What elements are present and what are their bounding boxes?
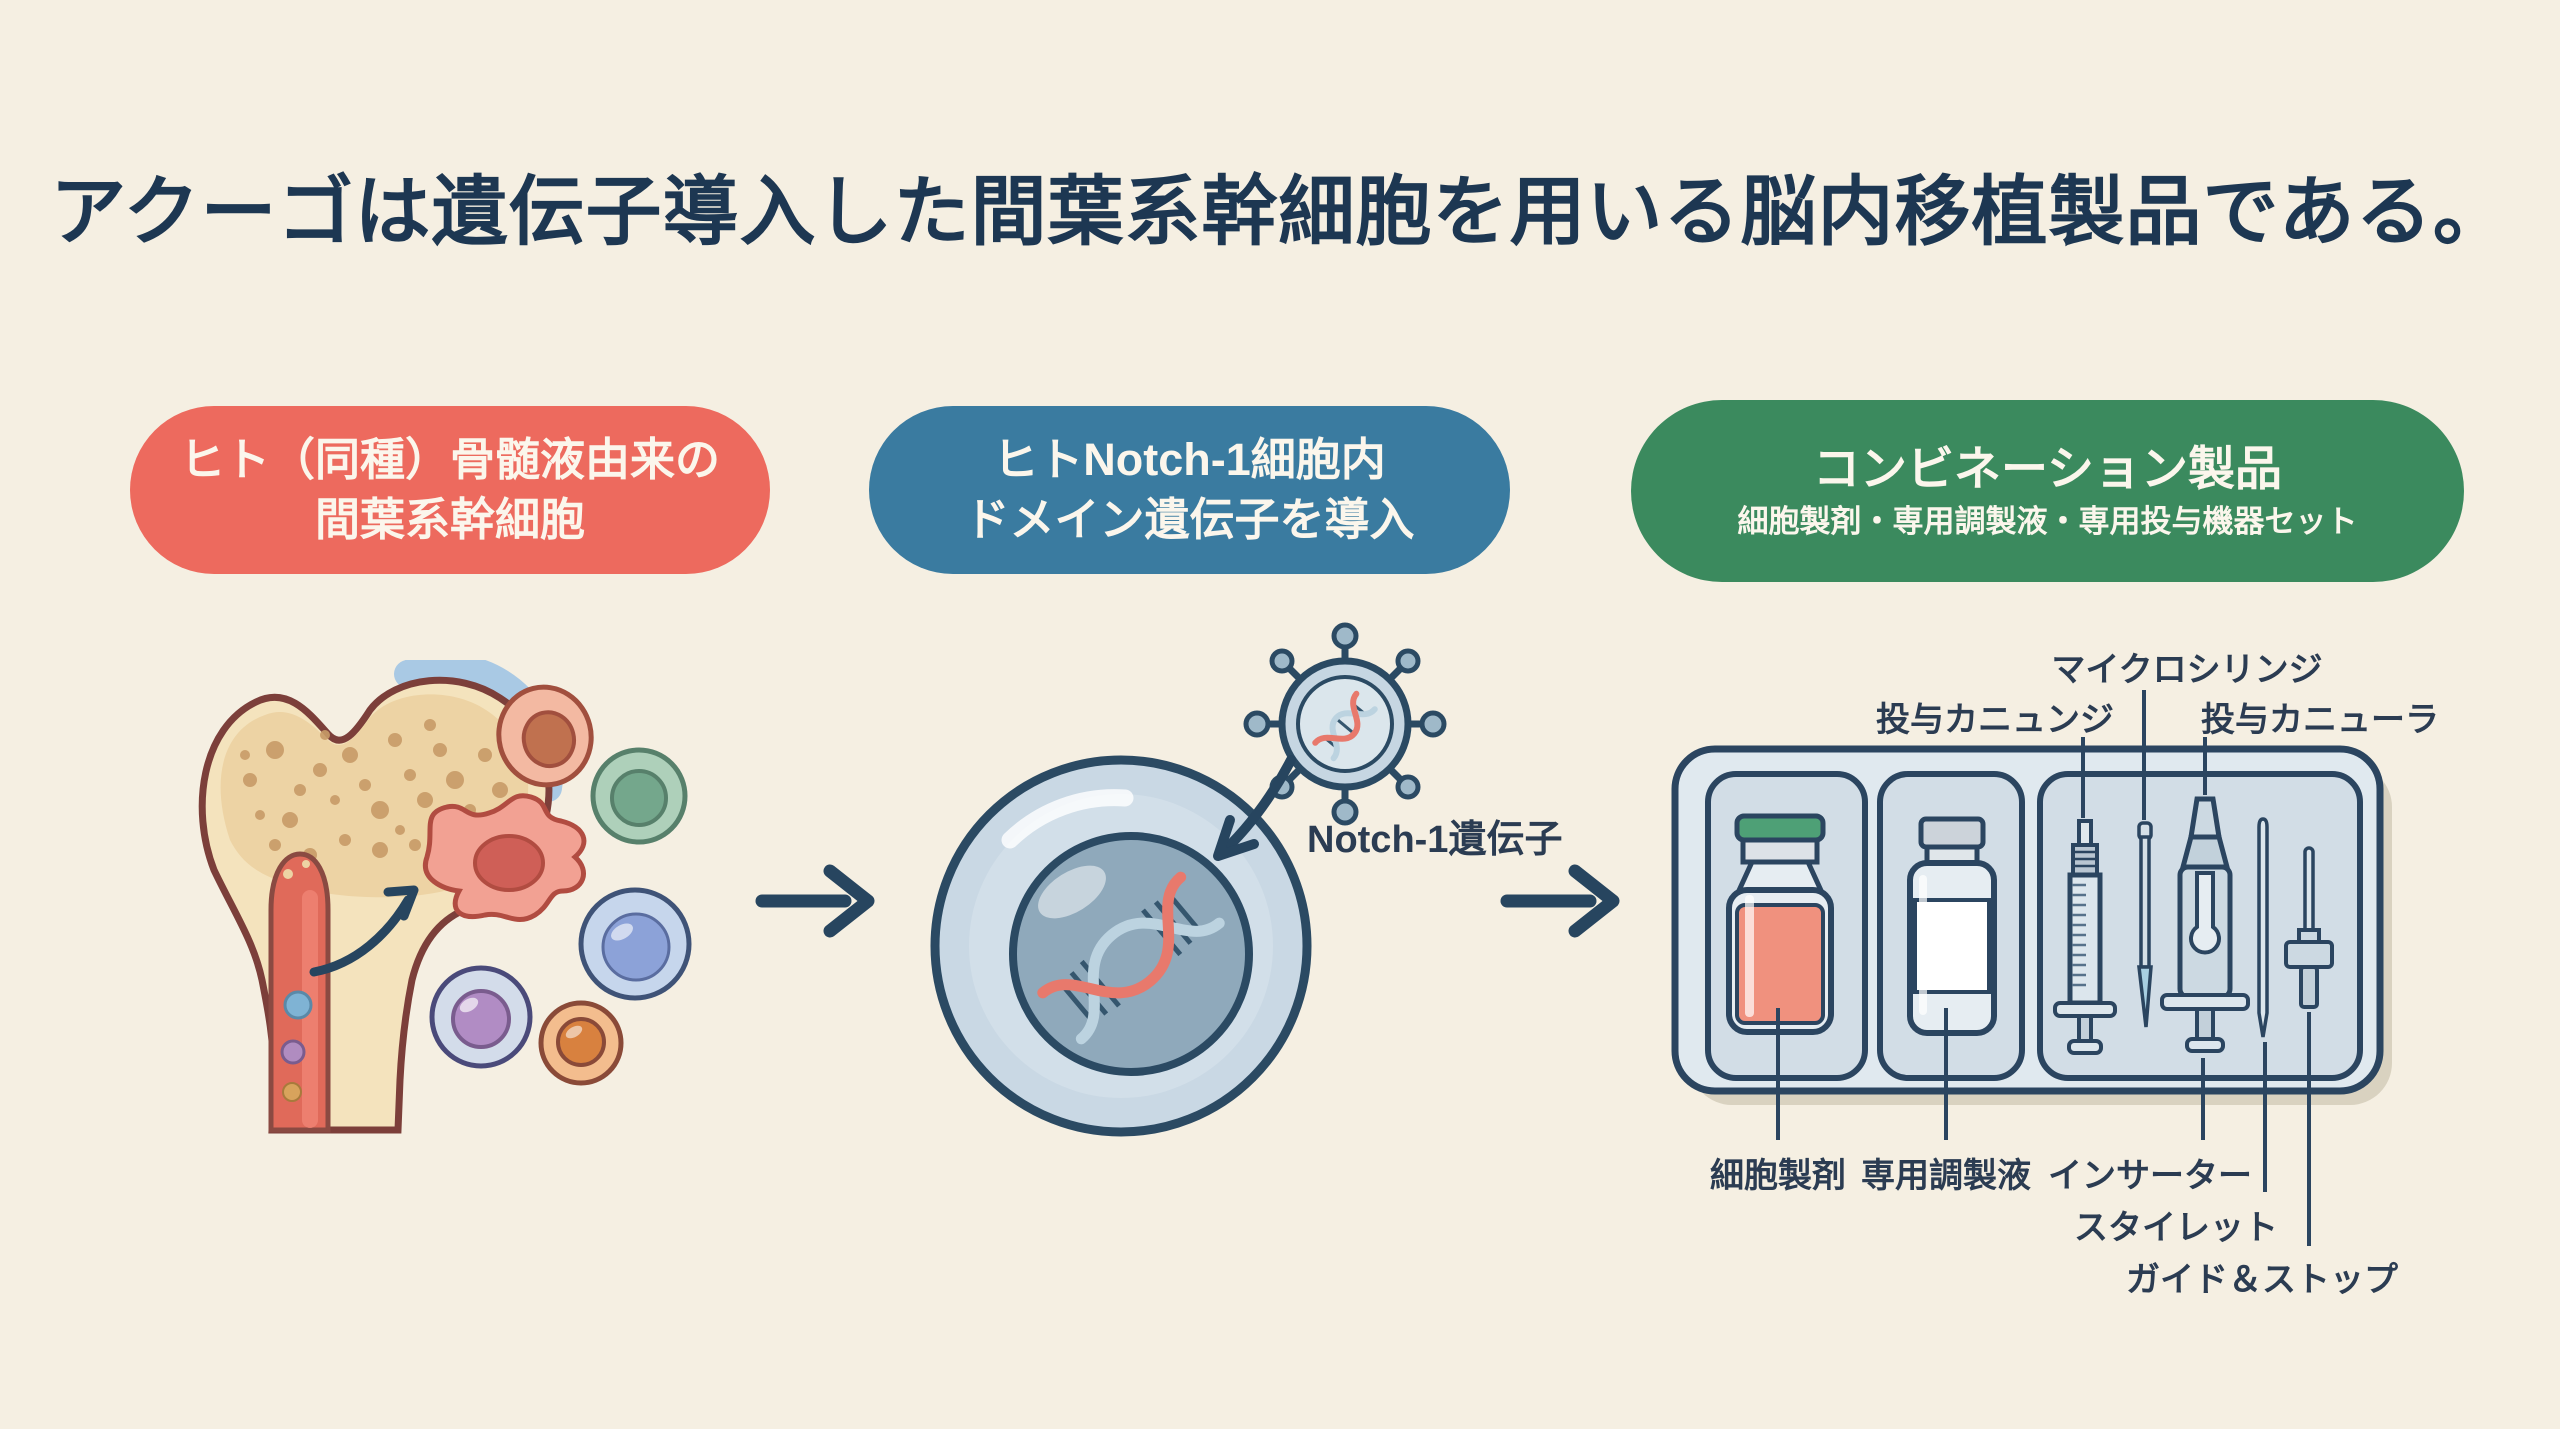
- marrow-cell-tan: [282, 1082, 302, 1102]
- step3-combination-pill: コンビネーション製品 細胞製剤・専用調製液・専用投与機器セット: [1631, 400, 2464, 582]
- guide-stop-label: ガイド＆ストップ: [2126, 1261, 2398, 1299]
- nucleus: [1009, 832, 1253, 1076]
- solution-vial-icon: [1907, 816, 1997, 1036]
- step2-line1: ヒトNotch-1細胞内: [993, 434, 1386, 485]
- step2-line2: ドメイン遺伝子を導入: [964, 494, 1415, 545]
- inserter-label: インサーター: [2048, 1157, 2252, 1195]
- mesenchymal-stem-cell-icon: [422, 793, 587, 922]
- micro-syringe-label: マイクロシリンジ: [2051, 651, 2323, 689]
- cell-green: [590, 747, 688, 845]
- preparation-solution-label: 専用調製液: [1861, 1157, 2031, 1195]
- guide-stop-icon: [2284, 846, 2334, 1009]
- trabecular-dots: [240, 719, 511, 862]
- step1-line1: ヒト（同種）骨髄液由来の: [179, 434, 720, 485]
- nucleus-highlight: [1038, 865, 1106, 919]
- vector-gene-label: Notch-1遺伝子: [1307, 819, 1563, 861]
- virus-dna-icon: [1312, 690, 1378, 762]
- virus-core: [1296, 675, 1394, 773]
- flow-arrow-right-icon-2: [1500, 864, 1620, 938]
- flow-arrow-right-icon-1: [755, 864, 875, 938]
- step1-line2: 間葉系幹細胞: [314, 494, 585, 545]
- cannula-label-left: 投与カニュンジ: [1876, 701, 2114, 739]
- marrow-speck: [302, 860, 310, 868]
- marrow-speck: [283, 869, 293, 879]
- step3-title: コンビネーション製品: [1812, 442, 2283, 495]
- viral-vector-icon: [1243, 622, 1447, 826]
- cannula-label-right: 投与カニューラ: [2201, 701, 2439, 739]
- cannula-icon: [2137, 821, 2153, 1028]
- cell-orange: [538, 1000, 624, 1086]
- blood-cell-peach: [496, 684, 594, 788]
- inserter-icon: [2160, 796, 2250, 1053]
- micro-syringe-icon: [2053, 819, 2117, 1055]
- cell-blue: [578, 887, 692, 1001]
- dna-helix-icon: [1037, 871, 1225, 1045]
- bone-marrow-illustration: [198, 660, 692, 1134]
- marrow-cell-blue: [283, 990, 313, 1020]
- device-kit-tray-illustration: [1671, 745, 2392, 1105]
- page-title: アクーゴは遺伝子導入した間葉系幹細胞を用いる脳内移植製品である。: [50, 170, 2510, 255]
- cell-highlight: [1001, 789, 1134, 849]
- step1-source-pill: ヒト（同種）骨髄液由来の 間葉系幹細胞: [130, 406, 770, 574]
- stylet-label: スタイレット: [2074, 1209, 2278, 1247]
- cell-lavender: [429, 965, 533, 1069]
- step2-gene-pill: ヒトNotch-1細胞内 ドメイン遺伝子を導入: [869, 406, 1510, 574]
- stylet-icon: [2257, 817, 2269, 1038]
- marrow-to-cell-arrow-icon: [309, 885, 419, 977]
- cell-product-label: 細胞製剤: [1710, 1157, 1846, 1195]
- marrow-cell-purple: [280, 1039, 306, 1065]
- cell-product-vial-icon: [1726, 813, 1834, 1035]
- step3-subtitle: 細胞製剤・専用調製液・専用投与機器セット: [1737, 504, 2358, 539]
